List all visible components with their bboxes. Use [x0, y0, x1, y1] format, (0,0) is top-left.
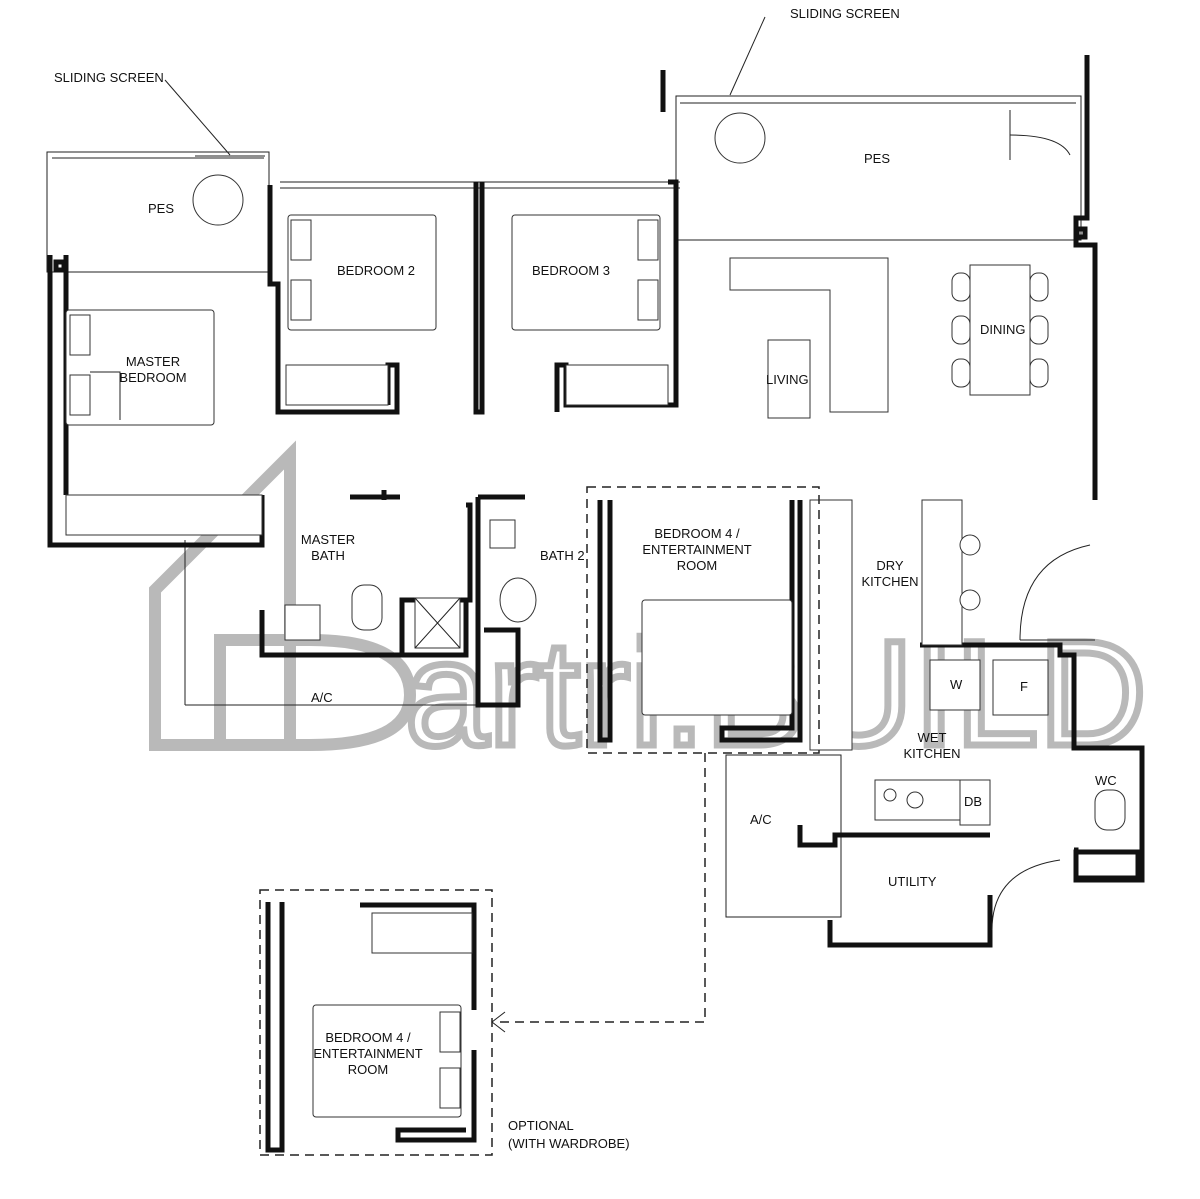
label-bedroom-2: BEDROOM 2: [337, 263, 415, 278]
label-pes-left: PES: [148, 201, 174, 216]
label-utility: UTILITY: [888, 874, 937, 889]
label-bedroom-4-3: ROOM: [677, 558, 717, 573]
label-fridge: F: [1020, 679, 1028, 694]
label-sliding-screen-left: SLIDING SCREEN: [54, 70, 164, 85]
label-bedroom-4-2: ENTERTAINMENT: [642, 542, 751, 557]
optional-indicators: [259, 486, 820, 1156]
optional-room: [265, 902, 477, 1153]
bedroom3-bed: [511, 214, 661, 331]
bedroom2-bed: [287, 214, 437, 331]
label-bedroom-4-1: BEDROOM 4 /: [654, 526, 740, 541]
label-master-bath-2: BATH: [311, 548, 345, 563]
kitchen-island: [921, 499, 963, 646]
label-dry-kitchen-2: KITCHEN: [861, 574, 918, 589]
label-master-bedroom-2: BEDROOM: [119, 370, 186, 385]
master-wardrobe: [65, 494, 263, 536]
arrow-left-icon: [491, 1011, 506, 1033]
washer-box: [929, 659, 981, 711]
label-dining: DINING: [980, 322, 1026, 337]
connector-line: [500, 753, 706, 1023]
fridge-box: [992, 659, 1049, 716]
label-ac-left: A/C: [311, 690, 333, 705]
label-washer: W: [950, 677, 963, 692]
master-bed: [65, 309, 215, 426]
label-wet-kitchen-2: KITCHEN: [903, 746, 960, 761]
label-optional-note-2: (WITH WARDROBE): [508, 1136, 630, 1151]
label-bath-2: BATH 2: [540, 548, 585, 563]
label-optional-note-1: OPTIONAL: [508, 1118, 574, 1133]
label-db: DB: [964, 794, 982, 809]
bedroom4-bed: [641, 599, 793, 716]
label-ac-right: A/C: [750, 812, 772, 827]
coffee-table: [767, 339, 811, 419]
label-optional-bedroom-2: ENTERTAINMENT: [313, 1046, 422, 1061]
label-living: LIVING: [766, 372, 809, 387]
doors: [991, 110, 1095, 931]
label-pes-right: PES: [864, 151, 890, 166]
label-optional-bedroom-1: BEDROOM 4 /: [325, 1030, 411, 1045]
furniture: [65, 112, 1126, 831]
optional-bed: [312, 1004, 462, 1118]
dining-table: [969, 264, 1031, 396]
living-sofa: [729, 257, 889, 413]
db-box: [959, 779, 991, 826]
room-labels: SLIDING SCREEN SLIDING SCREEN PES PES BE…: [54, 6, 1117, 1151]
bedroom4-dashed-box: [586, 486, 820, 754]
label-bedroom-3: BEDROOM 3: [532, 263, 610, 278]
label-wc: WC: [1095, 773, 1117, 788]
label-wet-kitchen-1: WET: [918, 730, 947, 745]
label-master-bath-1: MASTER: [301, 532, 355, 547]
label-sliding-screen-right: SLIDING SCREEN: [790, 6, 900, 21]
label-master-bedroom-1: MASTER: [126, 354, 180, 369]
label-dry-kitchen-1: DRY: [876, 558, 904, 573]
label-optional-bedroom-3: ROOM: [348, 1062, 388, 1077]
